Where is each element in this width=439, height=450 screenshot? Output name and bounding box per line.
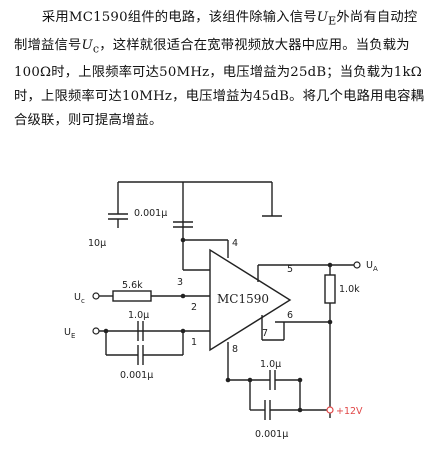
pin-4: 4 xyxy=(232,238,238,249)
pin-6: 6 xyxy=(287,310,293,321)
ic-name: MC1590 xyxy=(217,292,269,306)
label-c-top: 0.001μ xyxy=(134,208,167,219)
label-c-out-1u: 1.0μ xyxy=(260,359,281,370)
label-supply: +12V xyxy=(336,406,363,417)
label-c-in-small: 0.001μ xyxy=(120,370,153,381)
pin-1: 1 xyxy=(191,337,197,348)
label-c-10u: 10μ xyxy=(88,238,106,249)
resistor-1.0k xyxy=(324,274,336,304)
label-r-load: 1.0k xyxy=(339,284,360,295)
label-r-input: 5.6k xyxy=(122,280,143,291)
label-c-in-1u: 1.0μ xyxy=(128,310,149,321)
label-ue: UE xyxy=(64,327,75,340)
label-uc: Uc xyxy=(74,292,85,305)
label-c-out-small: 0.001μ xyxy=(255,429,288,440)
resistor-5.6k xyxy=(112,290,152,302)
description-text: 采用MC1590组件的电路，该组件除输入信号UE外尚有自动控制增益信号Uc，这样… xyxy=(14,10,425,129)
uc-terminal xyxy=(92,292,100,300)
pin-3: 3 xyxy=(177,277,183,288)
pin-5: 5 xyxy=(287,264,293,275)
label-ua: UA xyxy=(366,260,378,273)
ua-terminal xyxy=(353,261,361,269)
supply-terminal xyxy=(326,406,334,414)
pin-7: 7 xyxy=(262,328,268,339)
pin-8: 8 xyxy=(232,344,238,355)
ue-terminal xyxy=(92,327,100,335)
symbol-uc: U xyxy=(81,37,93,53)
mc1590-amplifier xyxy=(209,248,292,352)
symbol-ue: U xyxy=(316,10,329,25)
pin-2: 2 xyxy=(191,302,197,313)
